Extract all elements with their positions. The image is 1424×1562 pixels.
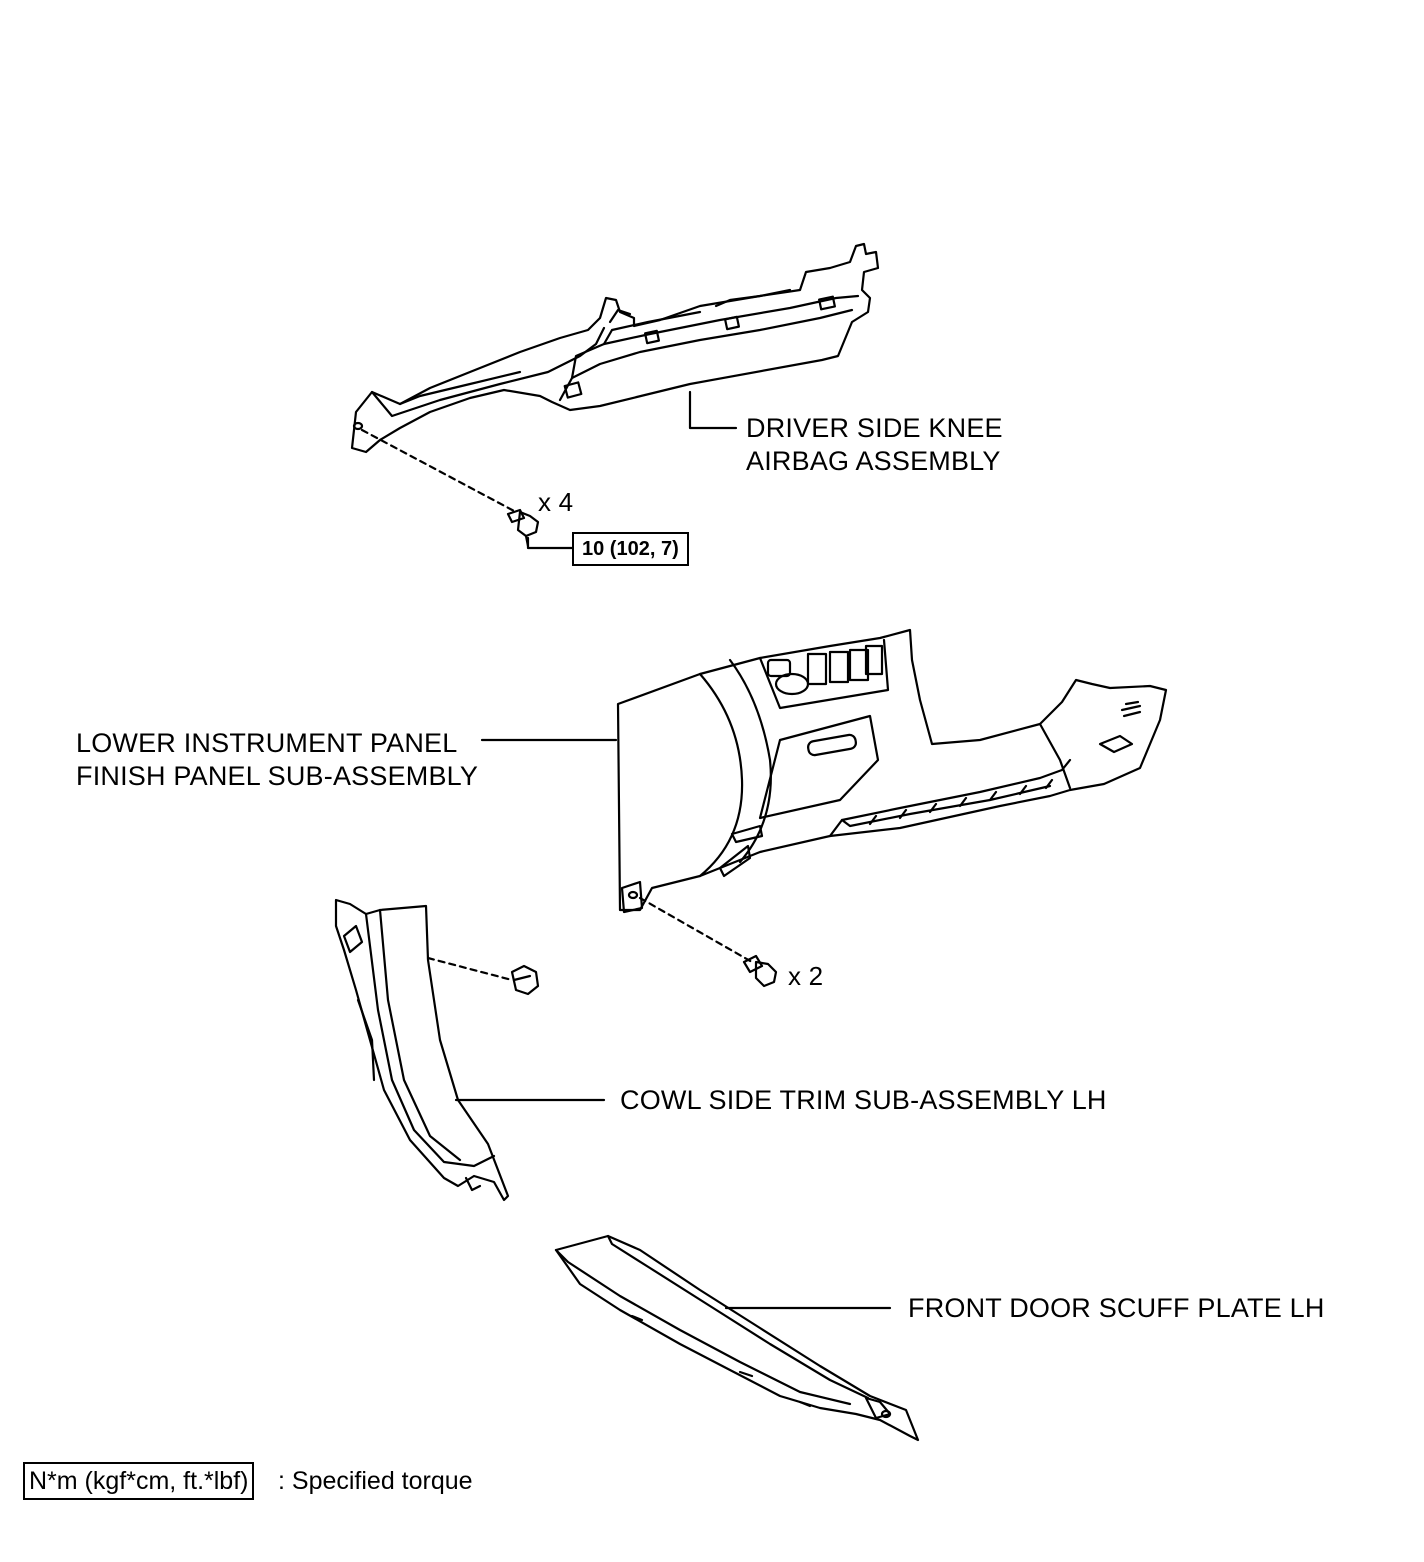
knee-airbag-label: DRIVER SIDE KNEE AIRBAG ASSEMBLY — [746, 412, 1003, 478]
torque-leader — [526, 536, 574, 550]
lower-panel-drawing — [616, 628, 1168, 914]
cowl-trim-label: COWL SIDE TRIM SUB-ASSEMBLY LH — [620, 1085, 1107, 1115]
cowl-trim-drawing — [334, 898, 510, 1202]
lower-panel-label: LOWER INSTRUMENT PANEL FINISH PANEL SUB-… — [76, 727, 478, 793]
panel-screw-leader — [638, 896, 754, 964]
airbag-bolt-icon — [506, 508, 540, 548]
airbag-bolt-quantity: x 4 — [538, 487, 574, 517]
airbag-bolt-leader — [360, 428, 518, 514]
scuff-plate-drawing — [554, 1234, 920, 1442]
airbag-bolt-torque-box: 10 (102, 7) — [572, 532, 689, 566]
cowl-clip-icon — [510, 964, 540, 996]
lower-panel-label-line2: FINISH PANEL SUB-ASSEMBLY — [76, 761, 479, 791]
knee-airbag-drawing — [350, 242, 880, 454]
panel-screw-icon — [742, 954, 778, 988]
cowl-clip-leader — [426, 956, 514, 982]
panel-screw-quantity: x 2 — [788, 961, 824, 991]
knee-airbag-leader — [688, 390, 738, 430]
knee-airbag-label-line2: AIRBAG ASSEMBLY — [746, 446, 1001, 476]
torque-unit-legend-box: N*m (kgf*cm, ft.*lbf) — [23, 1462, 255, 1500]
scuff-plate-label: FRONT DOOR SCUFF PLATE LH — [908, 1293, 1325, 1323]
knee-airbag-label-line1: DRIVER SIDE KNEE — [746, 413, 1003, 443]
lower-panel-label-line1: LOWER INSTRUMENT PANEL — [76, 728, 458, 758]
torque-legend-description: : Specified torque — [278, 1467, 473, 1495]
